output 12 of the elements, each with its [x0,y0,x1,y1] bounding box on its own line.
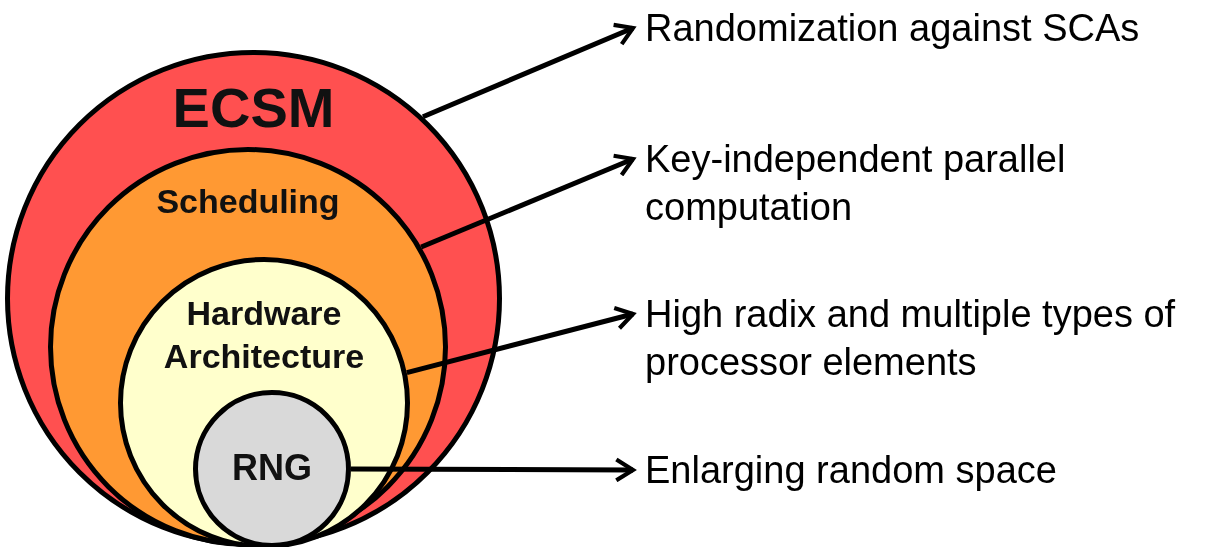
annotation-text: Enlarging random space [645,446,1205,494]
annotation-text: Key-independent parallel computation [645,135,1165,231]
arrow [420,153,636,250]
circle-label: ECSM [171,75,336,141]
circle-label: Hardware Architecture [162,293,366,377]
annotation-text: Randomization against SCAs [645,4,1205,52]
arrow [351,457,636,483]
arrow [406,306,636,376]
arrow [422,22,636,120]
circle-label: RNG [231,446,313,490]
annotation-text: High radix and multiple types of processor elements [645,290,1215,386]
circle-label: Scheduling [155,181,341,222]
